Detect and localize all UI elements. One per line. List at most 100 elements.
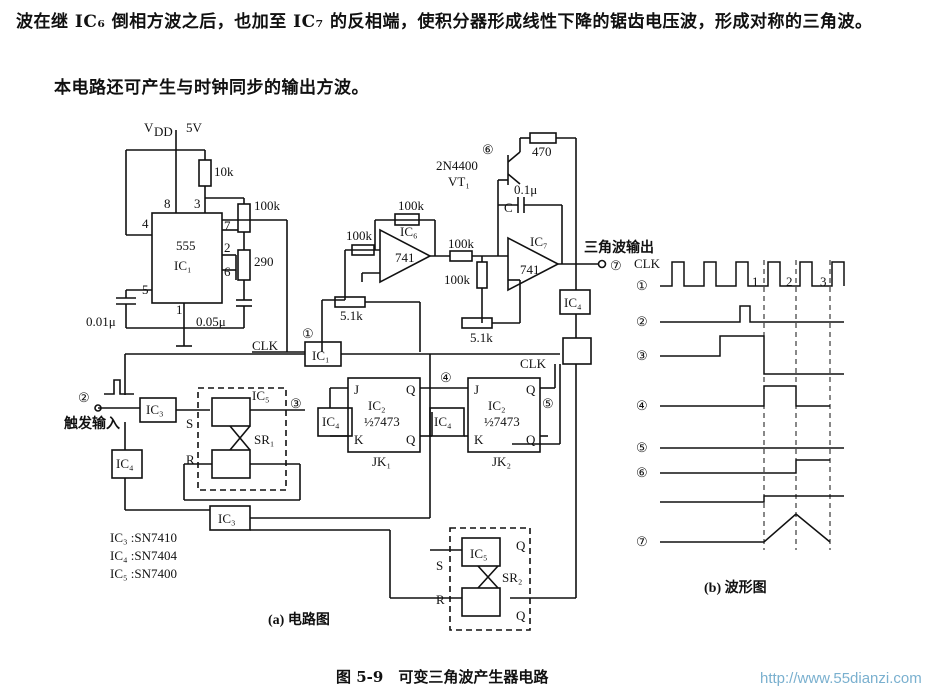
wave-label-1: ① xyxy=(636,278,648,293)
jk1-q-bar: Q xyxy=(406,432,416,447)
legend-ic3: IC₃ :SN7410 xyxy=(110,530,177,545)
sr2-q: Q xyxy=(516,538,526,553)
resistor-100k-ic6-fb xyxy=(394,213,420,226)
marker-6: ⑥ xyxy=(482,142,494,157)
r100k-label: 100k xyxy=(254,198,281,213)
jk2-k: K xyxy=(474,432,484,447)
circuit-figure: V DD 5V 10k 100k 290 0.01μ 0.05μ 555 IC₁… xyxy=(63,120,845,631)
ic5-gate-b1 xyxy=(461,537,501,567)
ic4-gate-top xyxy=(559,289,591,315)
jk1-k: K xyxy=(354,432,364,447)
paragraph-1: 波在继 IC₆ 倒相方波之后，也加至 IC₇ 的反相端，使积分器形成线性下降的锯… xyxy=(16,12,873,32)
ic4-trigger-label: IC₄ xyxy=(116,456,134,471)
pin1: 1 xyxy=(176,302,183,317)
r470-label: 470 xyxy=(532,144,552,159)
ic3-gate-label: IC₃ xyxy=(146,402,164,417)
ic1-label: IC₁ xyxy=(174,258,192,273)
jk2-box xyxy=(467,377,541,453)
jk1-q: Q xyxy=(406,382,416,397)
marker-5: ⑤ xyxy=(542,396,554,411)
marker-2: ② xyxy=(78,390,90,405)
wave-label-4: ④ xyxy=(636,398,648,413)
ic5-a-label: IC₅ xyxy=(252,388,270,403)
vt1-label: VT₁ xyxy=(448,174,470,189)
marker-3: ③ xyxy=(290,396,302,411)
paragraph-2: 本电路还可产生与时钟同步的输出方波。 xyxy=(54,78,369,98)
r100k-ic7-in: 100k xyxy=(448,236,475,251)
wave-label-5: ⑤ xyxy=(636,440,648,455)
jk2-q-bar: Q xyxy=(526,432,536,447)
sr2-box xyxy=(449,527,531,631)
pin3: 3 xyxy=(194,196,201,211)
ic4-jk2-label: IC₄ xyxy=(434,414,452,429)
pot-5k1-a xyxy=(334,296,366,308)
wave-label-6: ⑥ xyxy=(636,465,648,480)
s-bar-1: S xyxy=(186,416,193,431)
jk1-box xyxy=(347,377,421,453)
legend-ic4: IC₄ :SN7404 xyxy=(110,548,178,563)
resistor-100k-pull xyxy=(476,261,488,289)
ic-block-monitor xyxy=(562,337,592,365)
ic6-741: 741 xyxy=(395,250,415,265)
wave-label-7: ⑦ xyxy=(636,534,648,549)
pin4: 4 xyxy=(142,216,149,231)
ic3-gate-2-label: IC₃ xyxy=(218,511,236,526)
ic7-opamp xyxy=(507,236,560,292)
trigger-in-label: 触发输入 xyxy=(63,415,120,432)
vdd-label: V xyxy=(144,120,154,135)
marker-4: ④ xyxy=(440,370,452,385)
c001-label: 0.01μ xyxy=(86,314,116,329)
pin6: 6 xyxy=(224,264,231,279)
pulse-number-2: 2 xyxy=(786,274,793,289)
jk1-7473: ½7473 xyxy=(364,414,400,429)
ic5-gate-a2 xyxy=(211,449,251,479)
sr1-label: SR₁ xyxy=(254,432,274,447)
resistor-100k-ic6-in xyxy=(351,244,375,256)
clk-label-2: CLK xyxy=(520,356,547,371)
resistor-290 xyxy=(237,249,251,281)
ic6-opamp xyxy=(379,228,432,284)
waveform-guides xyxy=(763,260,831,550)
sr2-label: SR₂ xyxy=(502,570,522,585)
ic4-top-label: IC₄ xyxy=(564,295,582,310)
transistor-label: 2N4400 xyxy=(436,158,478,173)
trigger-pulse xyxy=(104,379,134,395)
jk1-label: JK₁ xyxy=(372,454,391,469)
ic1-name: 555 xyxy=(176,238,196,253)
vdd-value: 5V xyxy=(186,120,203,135)
vdd-sub-label: DD xyxy=(154,124,173,139)
ic5-gate-b2 xyxy=(461,587,501,617)
tri-out-label: 三角波输出 xyxy=(584,239,654,256)
sr1-box xyxy=(197,387,287,491)
resistor-100k xyxy=(237,203,251,233)
r100k-ic6-in: 100k xyxy=(346,228,373,243)
ic5-gate-a1 xyxy=(211,397,251,427)
r290-label: 290 xyxy=(254,254,274,269)
r-bar-2: R xyxy=(436,592,445,607)
pot-5k1-a-label: 5.1k xyxy=(340,308,363,323)
sub-caption-a: (a) 电路图 xyxy=(268,611,330,628)
jk1-j: J xyxy=(354,382,359,397)
ic1-gate-label: IC₁ xyxy=(312,348,330,363)
pot-5k1-b xyxy=(461,317,493,329)
wave-label-2: ② xyxy=(636,314,648,329)
sr2-q-bar: Q xyxy=(516,608,526,623)
resistor-470 xyxy=(529,132,557,144)
ic4-jk1-label: IC₄ xyxy=(322,414,340,429)
legend-ic5: IC₅ :SN7400 xyxy=(110,566,177,581)
waveform-lines xyxy=(660,261,845,543)
resistor-100k-ic7-in xyxy=(449,250,473,262)
marker-7: ⑦ xyxy=(610,258,622,273)
resistor-10k xyxy=(198,159,212,187)
pin5: 5 xyxy=(142,282,149,297)
wave-label-3: ③ xyxy=(636,348,648,363)
ic6-label: IC₆ xyxy=(400,224,418,239)
s-bar-2: S xyxy=(436,558,443,573)
ic1-555-box xyxy=(151,212,223,304)
figure-caption: 图 5-9 可变三角波产生器电路 xyxy=(336,668,549,686)
pot-5k1-b-label: 5.1k xyxy=(470,330,493,345)
clk-label: CLK xyxy=(252,338,279,353)
ic5-b-label: IC₅ xyxy=(470,546,488,561)
r100k-pull: 100k xyxy=(444,272,471,287)
ic4-gate-trigger xyxy=(111,449,143,479)
